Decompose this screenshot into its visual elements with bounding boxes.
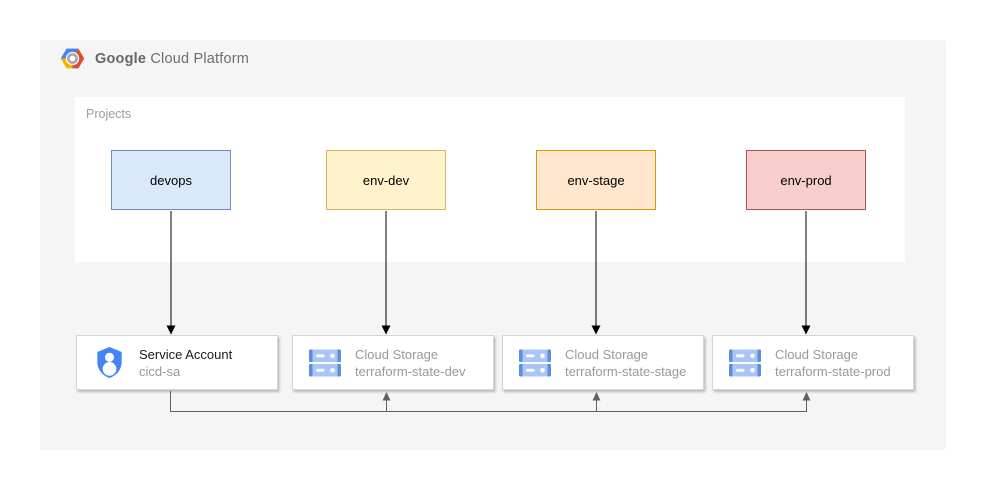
resource-text: Service Account cicd-sa xyxy=(139,346,232,380)
resource-text: Cloud Storage terraform-state-prod xyxy=(775,346,891,380)
project-node-devops: devops xyxy=(111,150,231,210)
project-node-env-stage: env-stage xyxy=(536,150,656,210)
resource-node-storage-stage: Cloud Storage terraform-state-stage xyxy=(502,335,704,390)
gcp-brand: Google Cloud Platform xyxy=(60,46,249,71)
cloud-storage-icon xyxy=(517,349,553,377)
resource-text: Cloud Storage terraform-state-stage xyxy=(565,346,686,380)
project-label: env-dev xyxy=(362,172,410,188)
resource-title: Service Account xyxy=(139,346,233,362)
brand-title-bold: Google xyxy=(95,50,147,67)
resource-title: Cloud Storage xyxy=(565,346,649,362)
resource-node-storage-prod: Cloud Storage terraform-state-prod xyxy=(712,335,914,390)
resource-text: Cloud Storage terraform-state-dev xyxy=(355,346,466,380)
resource-subtitle: cicd-sa xyxy=(139,363,181,379)
project-label: env-prod xyxy=(780,172,832,188)
brand-title-rest: Cloud Platform xyxy=(150,50,250,67)
resource-subtitle: terraform-state-dev xyxy=(355,363,466,379)
resource-subtitle: terraform-state-prod xyxy=(775,363,891,379)
cloud-storage-icon xyxy=(307,349,343,377)
project-node-env-dev: env-dev xyxy=(326,150,446,210)
project-node-env-prod: env-prod xyxy=(746,150,866,210)
resource-node-storage-dev: Cloud Storage terraform-state-dev xyxy=(292,335,494,390)
brand-title: Google Cloud Platform xyxy=(95,51,249,67)
gcp-logo-icon xyxy=(60,48,85,69)
resource-subtitle: terraform-state-stage xyxy=(565,363,687,379)
resource-title: Cloud Storage xyxy=(775,346,859,362)
projects-group-label: Projects xyxy=(86,107,132,121)
service-account-icon xyxy=(91,347,127,378)
resource-node-service-account: Service Account cicd-sa xyxy=(76,335,278,390)
resource-title: Cloud Storage xyxy=(355,346,439,362)
project-label: env-stage xyxy=(567,172,625,188)
project-label: devops xyxy=(150,172,192,188)
cloud-storage-icon xyxy=(727,349,763,377)
